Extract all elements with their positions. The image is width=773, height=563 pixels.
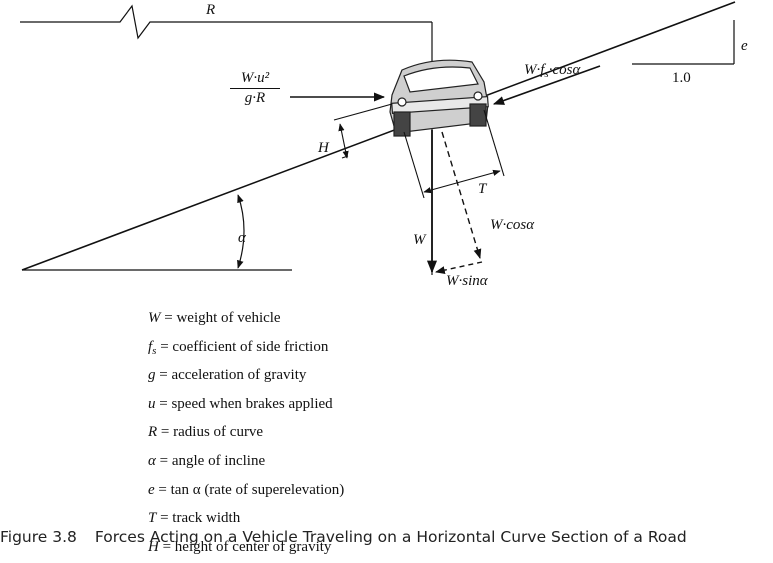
legend-item: u = speed when brakes applied: [148, 395, 333, 412]
label-e: e: [741, 38, 748, 54]
legend-item: W = weight of vehicle: [148, 310, 281, 326]
friction-arrow: [492, 65, 601, 105]
label-W-sin: W·sinα: [446, 273, 488, 289]
w-sin-arrow: [435, 261, 483, 274]
label-W: W: [413, 232, 426, 248]
angle-arc: [237, 194, 245, 269]
w-cos-arrow: [441, 131, 482, 259]
track-width-dimension: [403, 109, 505, 199]
legend-item: α = angle of incline: [148, 452, 266, 469]
legend-item: R = radius of curve: [148, 424, 264, 441]
slope-triangle: [632, 20, 735, 65]
figure-number: Figure 3.8: [0, 528, 77, 546]
label-H: H: [318, 140, 329, 156]
height-dimension: [333, 103, 393, 159]
legend-item: e = tan α (rate of superelevation): [148, 481, 345, 498]
figure-caption-text: Forces Acting on a Vehicle Traveling on …: [94, 528, 687, 546]
road-incline: [21, 1, 736, 271]
radius-dimension: [20, 4, 433, 60]
label-T: T: [478, 181, 487, 197]
figure-caption: Figure 3.8 Forces Acting on a Vehicle Tra…: [0, 528, 687, 546]
symbol-legend: W = weight of vehicle fs = coefficient o…: [148, 306, 344, 563]
legend-item: T = track width: [148, 510, 241, 527]
label-friction-force: W·fs·cosα: [524, 62, 581, 80]
label-one: 1.0: [672, 70, 691, 86]
label-centrifugal-force: W·u² g·R: [230, 70, 280, 107]
label-alpha: α: [238, 230, 246, 246]
legend-item: H = height of center of gravity: [148, 538, 332, 555]
vehicle: [389, 59, 489, 137]
label-R: R: [206, 2, 216, 18]
label-W-cos: W·cosα: [490, 217, 535, 233]
legend-item: g = acceleration of gravity: [148, 367, 307, 384]
legend-item: fs = coefficient of side friction: [148, 338, 329, 357]
